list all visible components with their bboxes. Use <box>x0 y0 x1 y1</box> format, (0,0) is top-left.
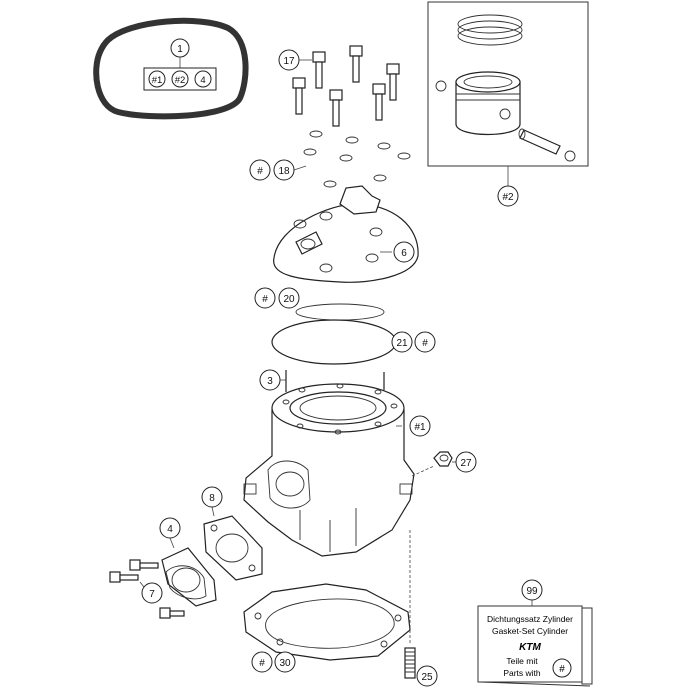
callout-20[interactable]: # 20 <box>254 287 300 309</box>
gasket-set-line3: Teile mit <box>506 656 538 666</box>
callout-1-item-b: #2 <box>175 75 186 86</box>
brand-logo: KTM <box>519 642 541 653</box>
callout-25[interactable]: 25 <box>416 665 438 687</box>
gasket-set-line4: Parts with <box>503 668 541 678</box>
head-gasket-ring <box>295 303 385 321</box>
piston-kit-box <box>427 1 589 167</box>
cylinder <box>243 383 415 557</box>
callout-8-label: 8 <box>209 493 215 504</box>
callout-1[interactable]: 1 #1 #2 4 <box>143 38 217 91</box>
callout-3-label: 3 <box>267 376 273 387</box>
callout-1-label: 1 <box>177 44 183 55</box>
nut <box>433 451 453 467</box>
callout-6-label: 6 <box>401 248 407 259</box>
callout-7[interactable]: 7 <box>141 582 163 604</box>
callout-4-label: 4 <box>167 524 173 535</box>
callout-piston-kit[interactable]: #2 <box>497 185 519 207</box>
callout-25-label: 25 <box>421 672 433 683</box>
callout-21-label: 21 <box>396 338 408 349</box>
callout-99[interactable]: 99 <box>521 579 543 601</box>
gasket-set-box: Dichtungssatz Zylinder Gasket-Set Cylind… <box>477 605 593 687</box>
stud <box>404 647 416 679</box>
flange-bolts <box>109 559 185 619</box>
callout-4[interactable]: 4 <box>159 517 181 539</box>
flange-gasket <box>203 515 263 581</box>
base-gasket <box>243 583 411 661</box>
callout-3[interactable]: 3 <box>259 369 281 391</box>
callout-30-label: 30 <box>279 658 291 669</box>
callout-17-label: 17 <box>283 56 295 67</box>
callout-17[interactable]: 17 <box>278 49 300 71</box>
callout-8[interactable]: 8 <box>201 486 223 508</box>
callout-1-item-c: 4 <box>200 75 205 86</box>
cylinder-base-ring <box>271 319 397 365</box>
callout-18-hash: # <box>257 166 263 177</box>
gasket-set-line1: Dichtungssatz Zylinder <box>487 614 573 624</box>
callout-cylinder-label: #1 <box>414 422 426 433</box>
gasket-set-line2: Gasket-Set Cylinder <box>492 626 568 636</box>
head-bolts <box>292 45 400 127</box>
intake-flange <box>161 547 217 607</box>
callout-20-hash: # <box>262 294 268 305</box>
washers <box>303 130 411 188</box>
highlight-loop <box>93 17 249 120</box>
callout-27-label: 27 <box>460 458 472 469</box>
callout-30[interactable]: # 30 <box>251 651 296 673</box>
gasket-set-symbol: # <box>559 664 565 675</box>
callout-1-item-a: #1 <box>152 75 163 86</box>
callout-18-label: 18 <box>278 166 290 177</box>
callout-21[interactable]: 21 # <box>391 331 436 353</box>
callout-cylinder[interactable]: #1 <box>409 415 431 437</box>
callout-30-hash: # <box>259 658 265 669</box>
cylinder-head <box>273 185 419 283</box>
callout-20-label: 20 <box>283 294 295 305</box>
callout-18[interactable]: # 18 <box>249 159 295 181</box>
callout-99-label: 99 <box>526 586 538 597</box>
callout-6[interactable]: 6 <box>393 241 415 263</box>
callout-27[interactable]: 27 <box>455 451 477 473</box>
callout-piston-kit-label: #2 <box>502 192 514 203</box>
callout-21-hash: # <box>422 338 428 349</box>
callout-7-label: 7 <box>149 589 155 600</box>
